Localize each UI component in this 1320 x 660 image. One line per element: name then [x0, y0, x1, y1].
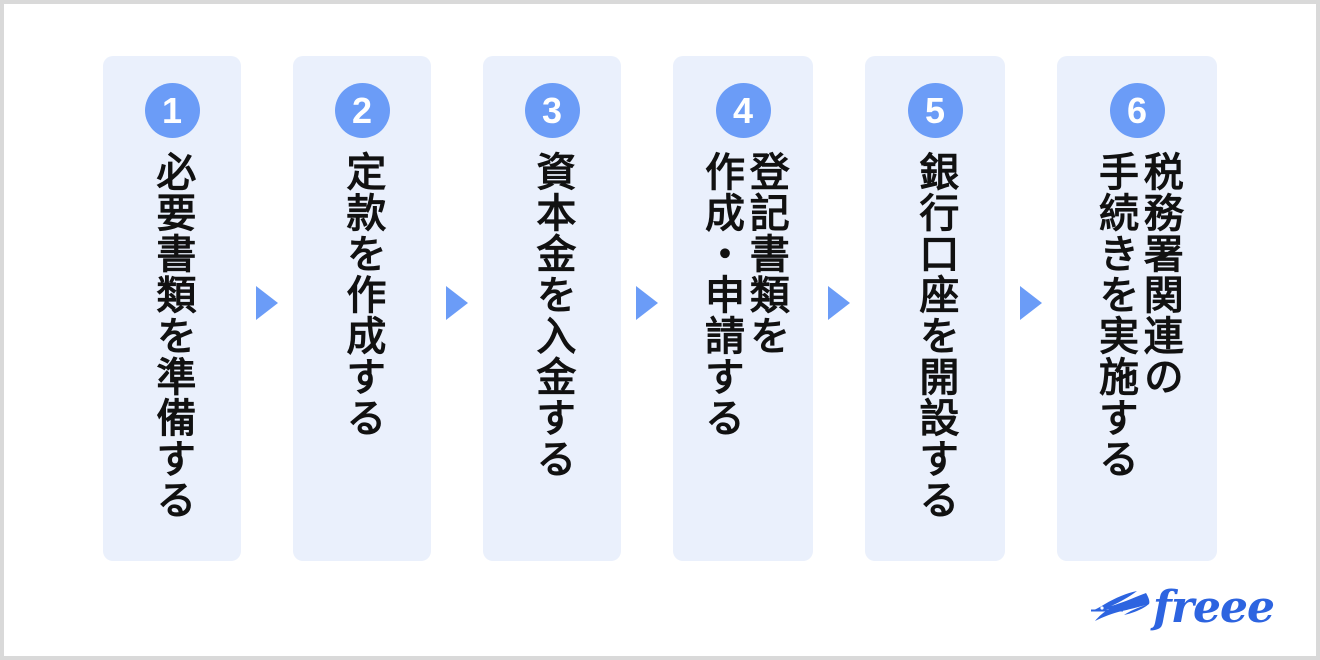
step-label-column: 資本金を入金する — [529, 151, 576, 479]
freee-logo: freee — [1089, 582, 1275, 633]
step-label-6: 税務署関連の 手続きを実施する — [1057, 151, 1217, 479]
step-label-5: 銀行口座を開設する — [865, 151, 1005, 520]
step-number-badge-1: 1 — [144, 83, 200, 138]
step-label-column: 手続きを実施する — [1092, 151, 1138, 479]
step-label-column: 定款を作成する — [339, 151, 386, 438]
flow-arrow-4 — [813, 4, 865, 601]
step-label-4: 登記書類を 作成・申請する — [673, 151, 813, 438]
step-label-column: 銀行口座を開設する — [912, 151, 959, 520]
arrow-right-icon — [828, 285, 850, 320]
process-flow: 1 必要書類を準備する 2 定款を作成する 3 資本金を入金する — [4, 4, 1316, 601]
freee-swallow-mark — [1090, 591, 1150, 621]
step-label-3: 資本金を入金する — [483, 151, 621, 479]
flow-arrow-3 — [621, 4, 673, 601]
step-number-badge-3: 3 — [524, 83, 580, 138]
step-number-badge-2: 2 — [334, 83, 390, 138]
step-label-2: 定款を作成する — [293, 151, 431, 438]
step-number-badge-6: 6 — [1109, 83, 1165, 138]
arrow-right-icon — [446, 285, 468, 320]
step-number-badge-4: 4 — [715, 83, 771, 138]
arrow-right-icon — [636, 285, 658, 320]
step-card-3: 3 資本金を入金する — [483, 56, 621, 561]
step-label-column: 必要書類を準備する — [149, 151, 196, 520]
step-card-6: 6 税務署関連の 手続きを実施する — [1057, 56, 1217, 561]
freee-wordmark: freee — [1152, 582, 1275, 633]
flow-arrow-2 — [431, 4, 483, 601]
diagram-canvas: 1 必要書類を準備する 2 定款を作成する 3 資本金を入金する — [4, 4, 1316, 656]
step-label-column: 作成・申請する — [698, 151, 744, 438]
step-card-1: 1 必要書類を準備する — [103, 56, 241, 561]
flow-arrow-1 — [241, 4, 293, 601]
arrow-right-icon — [256, 285, 278, 320]
arrow-right-icon — [1020, 285, 1042, 320]
step-number-badge-5: 5 — [907, 83, 963, 138]
step-label-1: 必要書類を準備する — [103, 151, 241, 520]
step-card-5: 5 銀行口座を開設する — [865, 56, 1005, 561]
step-card-2: 2 定款を作成する — [293, 56, 431, 561]
step-label-column: 税務署関連の — [1136, 151, 1183, 397]
step-label-column: 登記書類を — [742, 151, 789, 356]
flow-arrow-5 — [1005, 4, 1057, 601]
step-card-4: 4 登記書類を 作成・申請する — [673, 56, 813, 561]
